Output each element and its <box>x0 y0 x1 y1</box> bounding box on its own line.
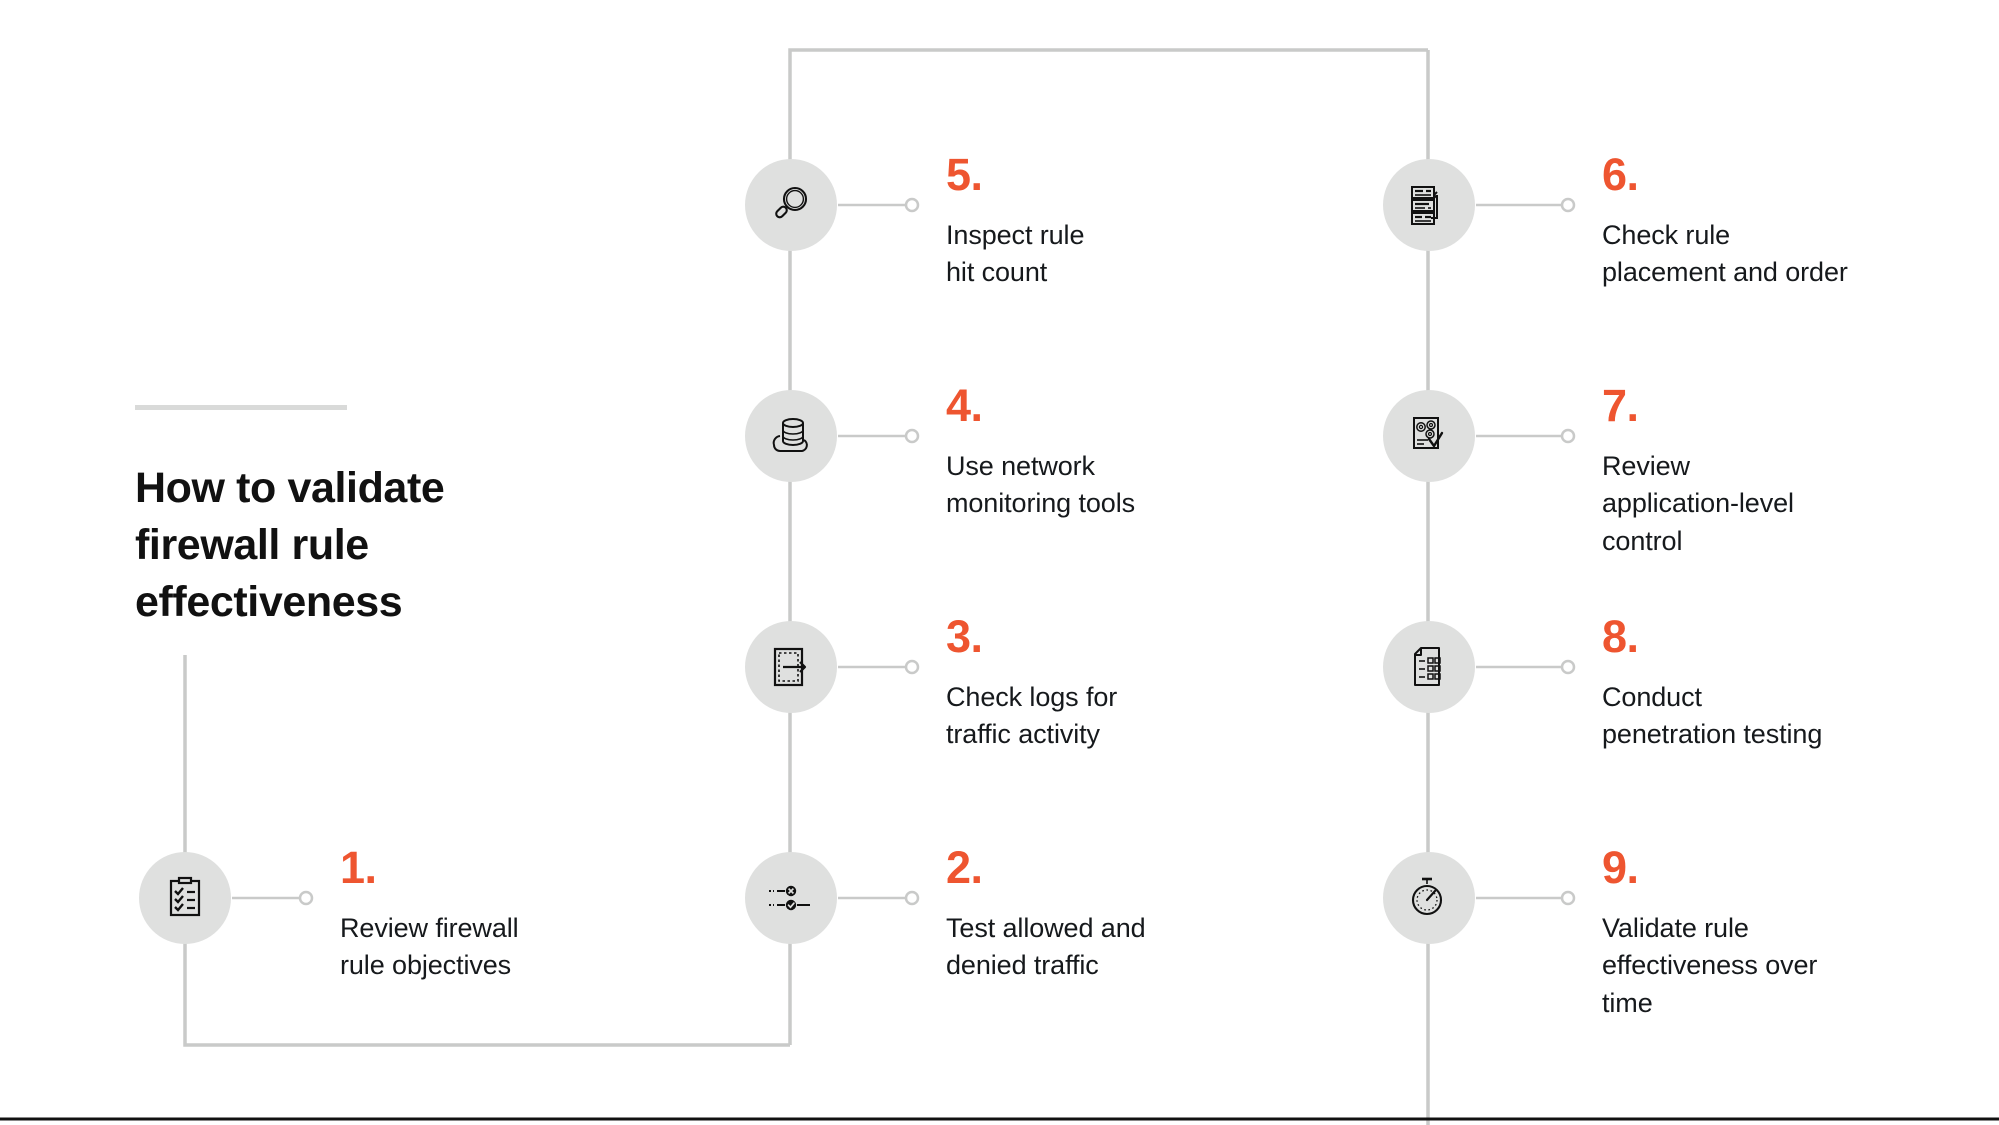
step-3-badge[interactable] <box>745 621 837 713</box>
step-3-number: 3. <box>946 611 983 662</box>
magnifying-glass-icon <box>768 182 814 228</box>
title-block: How to validate firewall rule effectiven… <box>135 405 565 630</box>
leader-dot-6 <box>1560 197 1576 213</box>
stopwatch-icon <box>1406 874 1452 922</box>
rule-reorder-stack-icon <box>1405 182 1453 228</box>
step-5-badge[interactable] <box>745 159 837 251</box>
step-7-text: 7. Review application-level control <box>1602 383 1932 560</box>
page-title: How to validate firewall rule effectiven… <box>135 464 445 626</box>
left-bottom-connector <box>183 655 790 1047</box>
leader-dot-1 <box>298 890 314 906</box>
step-7-badge[interactable] <box>1383 390 1475 482</box>
allow-deny-traffic-icon <box>766 878 816 918</box>
step-5-text: 5. Inspect rule hit count <box>946 152 1276 292</box>
step-1-label: Review firewall rule objectives <box>340 913 519 981</box>
step-4-badge[interactable] <box>745 390 837 482</box>
leader-dot-4 <box>904 428 920 444</box>
leader-dot-3 <box>904 659 920 675</box>
document-gears-check-icon <box>1406 413 1452 459</box>
middle-to-top-connector <box>788 48 1428 1045</box>
step-8-badge[interactable] <box>1383 621 1475 713</box>
log-export-arrow-icon <box>769 644 813 690</box>
step-7-number: 7. <box>1602 380 1639 431</box>
checklist-document-icon <box>1407 644 1451 690</box>
step-2-number: 2. <box>946 842 983 893</box>
step-9-text: 9. Validate rule effectiveness over time <box>1602 845 1932 1022</box>
step-2-text: 2. Test allowed and denied traffic <box>946 845 1276 985</box>
leader-dot-9 <box>1560 890 1576 906</box>
title-accent-rule <box>135 405 347 410</box>
step-6-label: Check rule placement and order <box>1602 220 1848 288</box>
leader-dot-5 <box>904 197 920 213</box>
step-5-number: 5. <box>946 149 983 200</box>
leader-dot-8 <box>1560 659 1576 675</box>
step-2-badge[interactable] <box>745 852 837 944</box>
step-6-badge[interactable] <box>1383 159 1475 251</box>
cloud-database-icon <box>766 414 816 458</box>
step-3-text: 3. Check logs for traffic activity <box>946 614 1276 754</box>
step-1-badge[interactable] <box>139 852 231 944</box>
step-4-text: 4. Use network monitoring tools <box>946 383 1276 523</box>
step-3-label: Check logs for traffic activity <box>946 682 1118 750</box>
step-9-badge[interactable] <box>1383 852 1475 944</box>
step-5-label: Inspect rule hit count <box>946 220 1085 288</box>
leader-dot-7 <box>1560 428 1576 444</box>
step-8-text: 8. Conduct penetration testing <box>1602 614 1932 754</box>
step-4-number: 4. <box>946 380 983 431</box>
step-9-label: Validate rule effectiveness over time <box>1602 913 1818 1018</box>
step-9-number: 9. <box>1602 842 1639 893</box>
step-4-label: Use network monitoring tools <box>946 451 1135 519</box>
step-8-label: Conduct penetration testing <box>1602 682 1823 750</box>
step-1-number: 1. <box>340 842 377 893</box>
step-6-text: 6. Check rule placement and order <box>1602 152 1932 292</box>
clipboard-checklist-icon <box>162 875 208 921</box>
step-8-number: 8. <box>1602 611 1639 662</box>
step-2-label: Test allowed and denied traffic <box>946 913 1146 981</box>
leader-dot-2 <box>904 890 920 906</box>
step-7-label: Review application-level control <box>1602 451 1794 556</box>
step-1-text: 1. Review firewall rule objectives <box>340 845 670 985</box>
step-6-number: 6. <box>1602 149 1639 200</box>
